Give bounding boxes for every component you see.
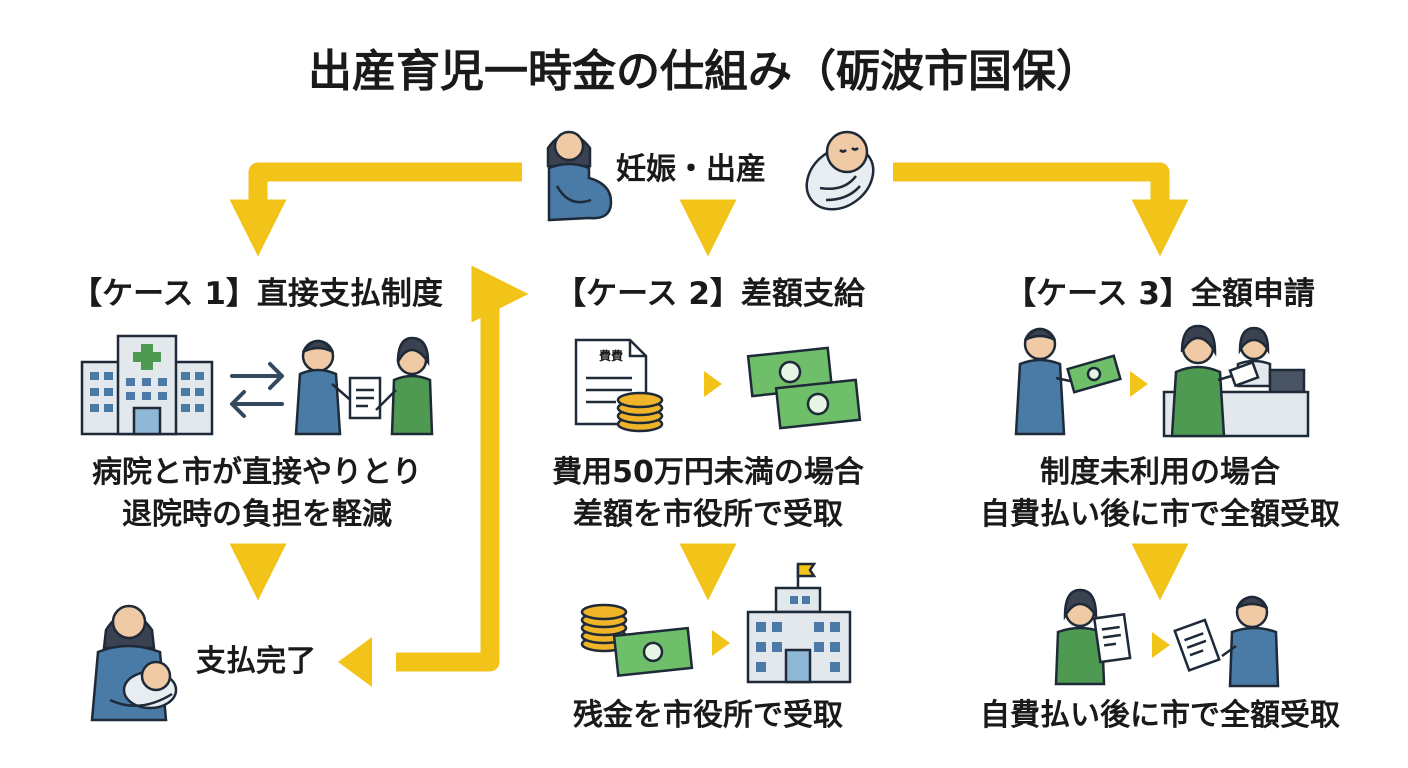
banknotes-icon: [746, 346, 862, 430]
case3-result: 自費払い後に市で全額受取: [980, 698, 1340, 733]
handover-icon: [294, 336, 434, 436]
arrow-start-to-case3: [893, 162, 1189, 257]
triangle-c3-top: [1130, 371, 1148, 397]
money-hand-icon: [1014, 327, 1122, 436]
case2-result: 残金を市役所で受取: [573, 698, 843, 733]
city-hall-icon: [746, 562, 852, 684]
invoice-coins-icon: [574, 338, 664, 433]
page-title: 出産育児一時金の仕組み（砺波市国保）: [308, 46, 1100, 97]
arrow-loop-to-case2: [396, 265, 529, 672]
arrow-to-payment-complete: [338, 637, 372, 687]
hospital-icon: [80, 334, 214, 436]
triangle-c3-bottom: [1152, 632, 1170, 658]
arrow-start-to-case1: [229, 162, 522, 257]
flow-arrows: [229, 162, 1189, 672]
pregnant-woman-icon: [546, 130, 613, 222]
coins-cash-icon: [580, 603, 694, 678]
triangle-c2-top: [704, 371, 722, 397]
man-document-icon: [1173, 595, 1280, 688]
step-triangles: [704, 371, 1170, 658]
reception-desk-icon: [1162, 324, 1310, 438]
case2-desc-line2: 差額を市役所で受取: [573, 497, 843, 532]
case2-desc-line1: 費用50万円未満の場合: [552, 455, 864, 490]
mother-baby-icon: [90, 604, 178, 722]
case2-heading: 【ケース 2】差額支給: [555, 276, 865, 312]
exchange-arrows-icon: [230, 362, 284, 418]
triangle-c2-bottom: [712, 630, 730, 656]
case1-heading: 【ケース 1】直接支払制度: [71, 276, 443, 312]
case1-desc-line1: 病院と市が直接やりとり: [92, 455, 422, 490]
baby-icon: [805, 130, 875, 211]
case3-desc-line1: 制度未利用の場合: [1040, 455, 1280, 490]
case3-desc-line2: 自費払い後に市で全額受取: [980, 497, 1340, 532]
start-label: 妊娠・出産: [616, 152, 766, 187]
case3-heading: 【ケース 3】全額申請: [1005, 276, 1315, 312]
case1-result: 支払完了: [196, 644, 316, 679]
woman-document-icon: [1054, 588, 1132, 686]
invoice-label: 費費: [599, 348, 623, 363]
case1-desc-line2: 退院時の負担を軽減: [122, 497, 392, 532]
